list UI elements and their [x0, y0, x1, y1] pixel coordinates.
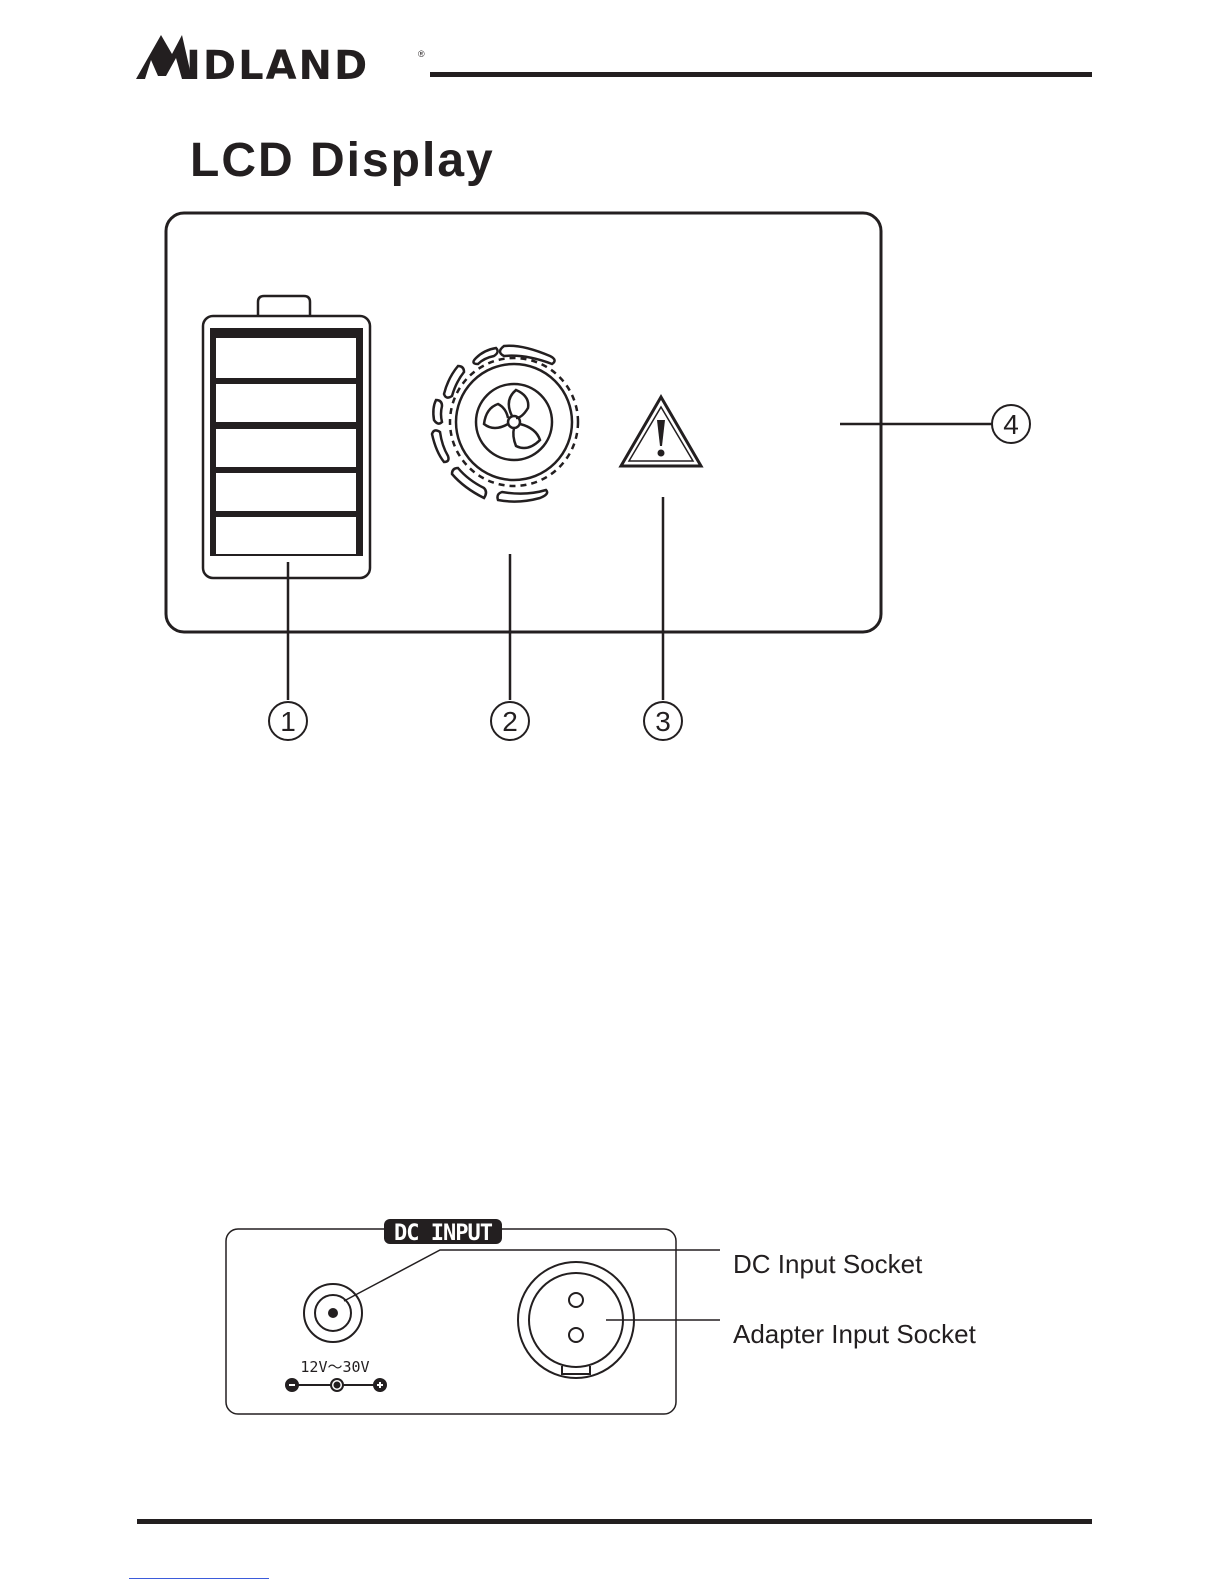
warning-icon [621, 397, 701, 466]
dc-input-badge-text: DC INPUT [394, 1221, 493, 1246]
dc-input-panel-diagram: DC INPUT 12V～30V [0, 1200, 1225, 1440]
fan-gear-icon [432, 346, 578, 502]
callout-number-4: 4 [1003, 409, 1019, 440]
lcd-display-diagram: 1 2 3 4 [0, 0, 1225, 760]
battery-icon [203, 296, 370, 578]
voltage-range-text: 12V～30V [300, 1358, 369, 1376]
dc-socket-leader [344, 1250, 720, 1301]
callout-number-1: 1 [280, 706, 296, 737]
callout-number-2: 2 [502, 706, 518, 737]
polarity-symbol-icon [286, 1379, 386, 1391]
adapter-socket-label: Adapter Input Socket [733, 1321, 976, 1347]
dc-socket-label: DC Input Socket [733, 1251, 922, 1277]
callout-number-3: 3 [655, 706, 671, 737]
dc-socket-icon [304, 1284, 362, 1342]
footer-rule [137, 1519, 1092, 1524]
footer-link-underline [129, 1578, 269, 1579]
